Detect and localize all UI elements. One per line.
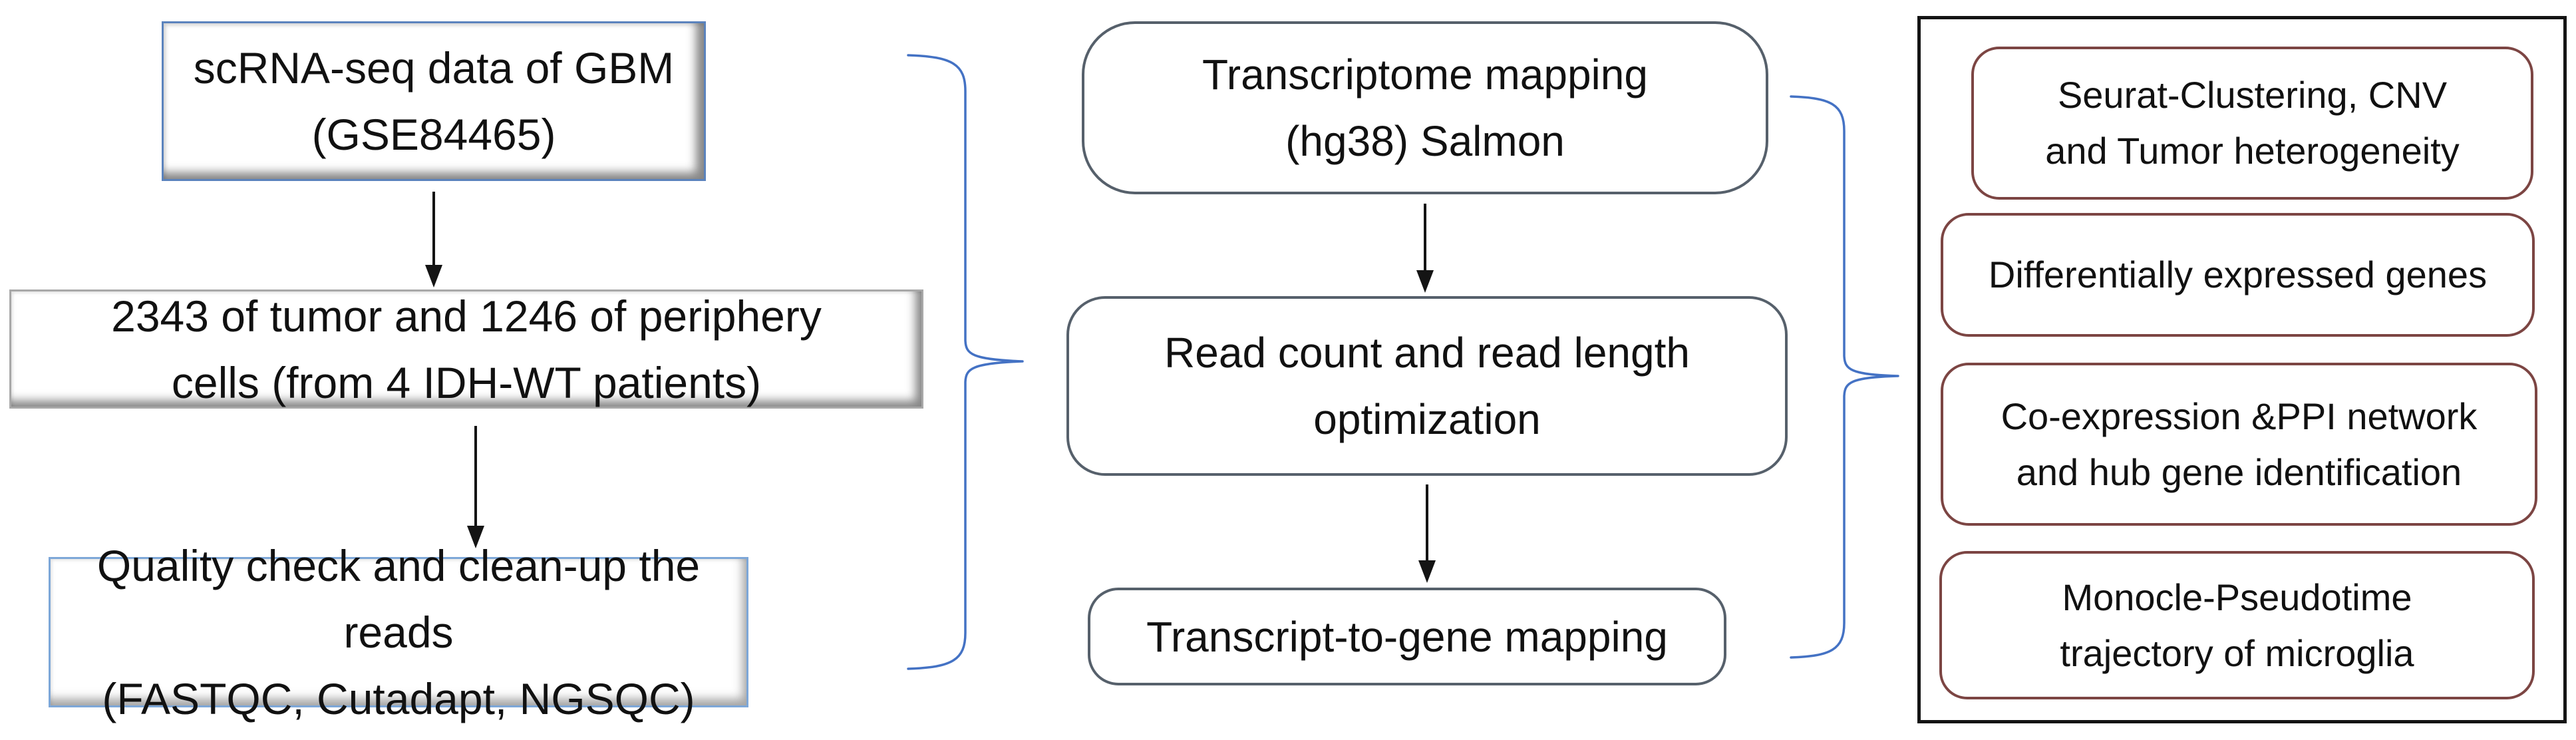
flow-step-label: scRNA-seq data of GBM (GSE84465) [193, 43, 675, 159]
down-arrow [425, 192, 442, 287]
result-label: Monocle-Pseudotime trajectory of microgl… [2060, 576, 2414, 674]
flow-step-label: Quality check and clean-up the reads (FA… [96, 541, 701, 723]
flow-step-cell-counts: 2343 of tumor and 1246 of periphery cell… [9, 289, 923, 409]
result-differentially-expressed-genes: Differentially expressed genes [1941, 213, 2535, 337]
result-label: Co-expression &PPI network and hub gene … [2001, 395, 2478, 493]
flow-step-transcript-to-gene-mapping: Transcript-to-gene mapping [1088, 588, 1726, 685]
result-label: Differentially expressed genes [1988, 254, 2488, 295]
flow-step-label: Transcriptome mapping (hg38) Salmon [1202, 51, 1648, 165]
down-arrow [1416, 204, 1434, 293]
flow-step-label: Read count and read length optimization [1164, 329, 1690, 443]
flow-step-scrna-data: scRNA-seq data of GBM (GSE84465) [162, 21, 706, 181]
left-to-middle-brace [907, 54, 1024, 670]
flow-step-label: Transcript-to-gene mapping [1146, 612, 1668, 661]
result-seurat-clustering: Seurat-Clustering, CNV and Tumor heterog… [1971, 47, 2533, 200]
result-label: Seurat-Clustering, CNV and Tumor heterog… [2045, 74, 2460, 172]
flow-step-quality-check: Quality check and clean-up the reads (FA… [49, 541, 748, 723]
middle-to-right-brace [1790, 95, 1899, 659]
result-monocle-pseudotime: Monocle-Pseudotime trajectory of microgl… [1939, 551, 2535, 699]
result-coexpression-ppi-network: Co-expression &PPI network and hub gene … [1941, 363, 2537, 526]
flow-step-read-optimization: Read count and read length optimization [1066, 296, 1788, 476]
down-arrow [1418, 484, 1436, 583]
down-arrow [467, 426, 484, 548]
flow-step-transcriptome-mapping: Transcriptome mapping (hg38) Salmon [1082, 21, 1768, 194]
flow-step-label: 2343 of tumor and 1246 of periphery cell… [111, 291, 822, 407]
